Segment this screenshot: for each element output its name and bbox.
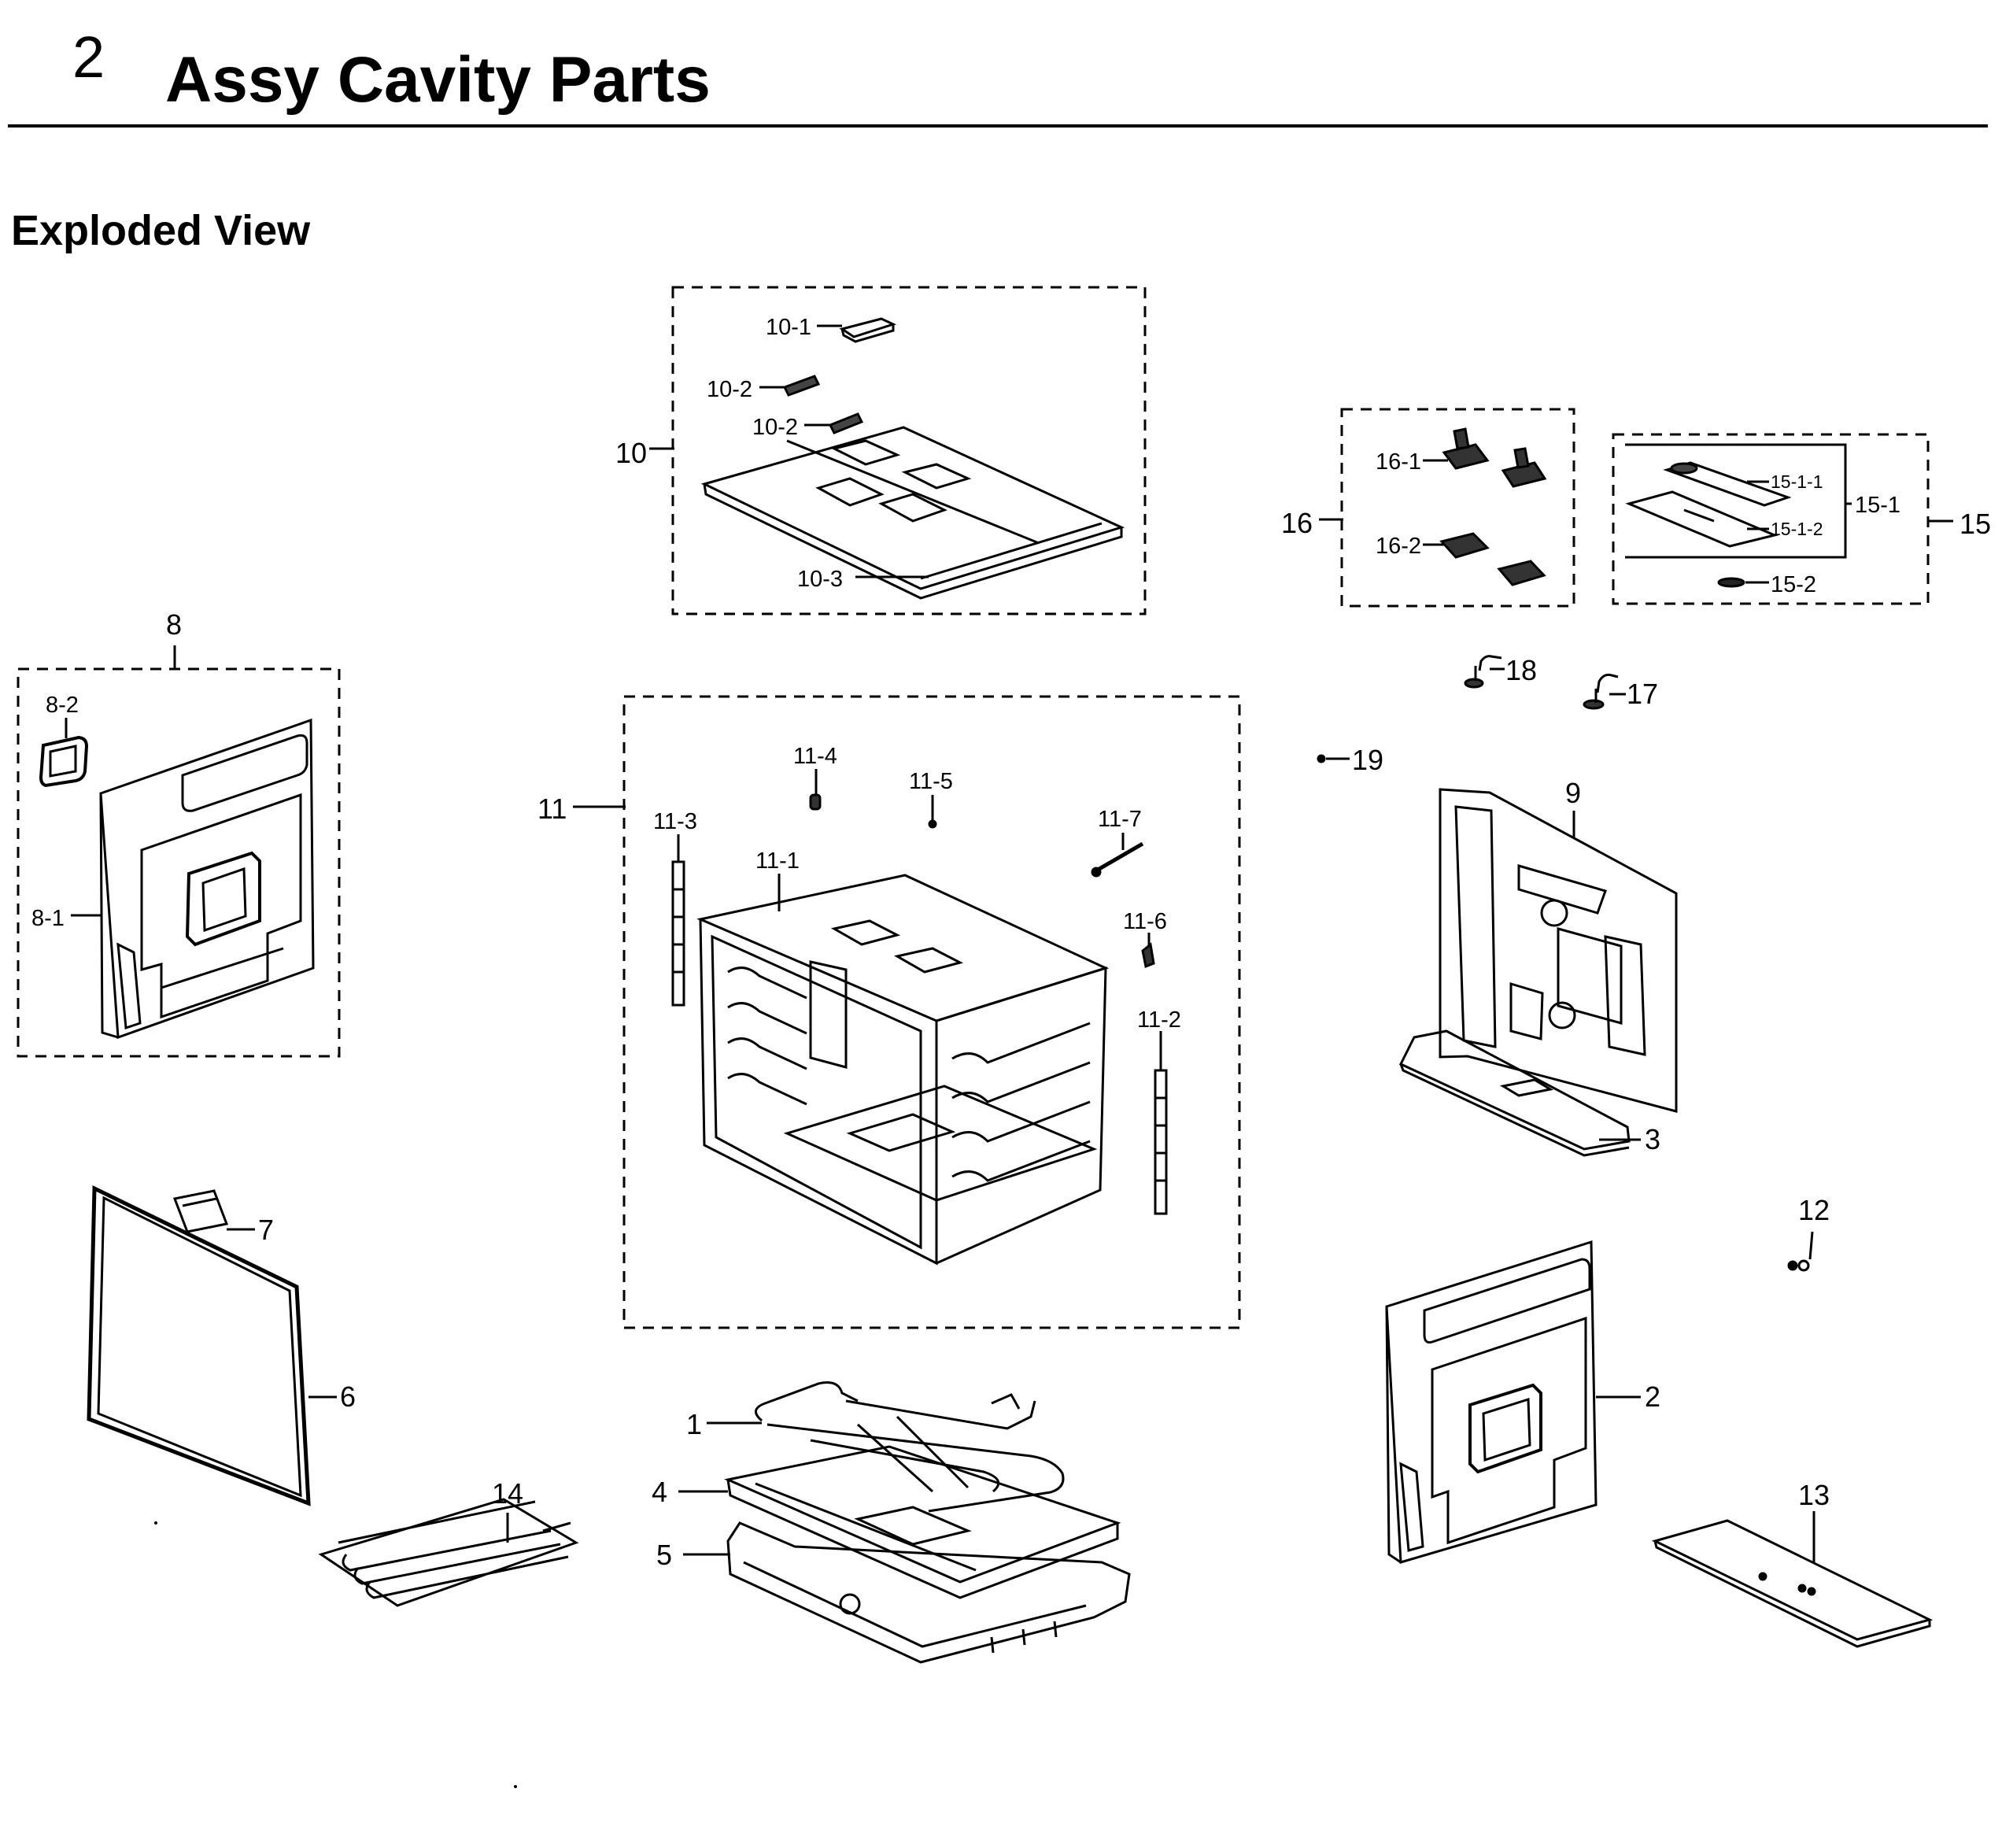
part-10-2a [782,375,821,397]
label-11-5: 11-5 [909,769,953,794]
label-15: 15 [1960,508,1991,540]
part-19 [1317,754,1326,763]
group-8-boundary [17,667,341,1058]
label-7: 7 [258,1214,274,1246]
part-11-5 [928,819,937,829]
label-11-7: 11-7 [1098,807,1142,832]
label-8: 8 [166,608,182,641]
label-11-3: 11-3 [653,809,697,834]
part-11-7 [1091,841,1144,878]
label-6: 6 [340,1380,356,1413]
part-4-bottom [724,1445,1121,1599]
page-title: Assy Cavity Parts [165,44,711,116]
part-7-bracket [172,1189,229,1233]
label-11-2: 11-2 [1137,1007,1181,1033]
section-subtitle: Exploded View [11,207,311,254]
part-17 [1583,673,1619,710]
part-15-1-1 [1663,461,1792,507]
part-8-2 [39,735,89,788]
part-16-1b [1501,447,1547,488]
group-10-boundary [671,286,1147,615]
label-11-1: 11-1 [755,848,800,874]
group-11: 11 11-4 11-5 11-7 11-6 [537,695,1241,1329]
part-10-1 [839,317,897,343]
section-number: 2 [72,24,105,90]
group-15-boundary [1612,433,1930,605]
label-17: 17 [1627,678,1658,710]
label-16-2: 16-2 [1376,534,1421,559]
label-10-2b: 10-2 [752,415,798,440]
label-8-1: 8-1 [31,906,65,931]
part-10-top-panel [700,426,1125,600]
label-15-1: 15-1 [1855,493,1900,518]
part-11-6 [1141,942,1155,969]
label-13: 13 [1798,1479,1830,1511]
part-10-2b [828,412,864,434]
part-14-element [318,1498,579,1607]
label-8-2: 8-2 [46,693,79,718]
part-8-side-panel [99,718,315,1040]
part-6-frame [87,1185,311,1506]
group-15: 15 15-1 15-1-1 15-1-2 15-2 [1612,433,1991,605]
part-2-side-panel [1385,1240,1598,1564]
part-11-4 [809,793,822,811]
label-12: 12 [1798,1194,1830,1226]
label-9: 9 [1565,777,1581,809]
label-3: 3 [1645,1123,1660,1155]
part-11-3 [671,860,685,1007]
label-10-1: 10-1 [766,315,811,340]
label-4: 4 [652,1476,667,1508]
label-2: 2 [1645,1380,1660,1413]
part-5-shield [726,1521,1131,1664]
group-16: 16 16-1 16-2 [1281,408,1575,608]
scan-speck [514,1785,517,1788]
label-16-1: 16-1 [1376,449,1421,475]
label-16: 16 [1281,507,1313,539]
part-9-rear-panel [1439,788,1678,1113]
group-11-boundary [622,695,1241,1329]
part-12 [1787,1259,1810,1272]
label-10-2a: 10-2 [707,377,752,402]
label-11-4: 11-4 [793,744,837,769]
label-15-2: 15-2 [1771,572,1816,597]
part-16-1a [1442,427,1490,470]
part-15-1-2 [1625,490,1779,548]
label-10-3: 10-3 [797,567,843,592]
part-11-2 [1154,1069,1168,1215]
label-10: 10 [615,437,647,469]
scan-speck [154,1521,157,1525]
part-16-2a [1439,532,1490,559]
label-11: 11 [537,793,567,825]
label-18: 18 [1505,654,1537,686]
group-10: 10 10-1 10-2 10-2 [615,286,1147,615]
part-11-1-cavity [696,874,1110,1266]
label-15-1-1: 15-1-1 [1771,471,1823,492]
label-5: 5 [656,1539,672,1571]
part-18 [1464,655,1502,689]
label-19: 19 [1352,744,1383,776]
label-14: 14 [492,1477,523,1510]
part-13-plate [1651,1519,1934,1648]
part-3-bottom-shield [1398,1029,1631,1157]
group-8: 8 8-2 8-1 [17,608,341,1058]
part-16-2b [1497,560,1546,586]
label-11-6: 11-6 [1123,909,1167,934]
bracket-15-1 [1625,443,1847,559]
label-1: 1 [686,1408,702,1440]
title-rule [8,124,1988,128]
part-1-element [755,1381,1065,1513]
group-16-boundary [1340,408,1575,608]
part-15-2 [1717,577,1745,588]
leader-12 [1808,1231,1814,1260]
label-15-1-2: 15-1-2 [1771,519,1823,539]
